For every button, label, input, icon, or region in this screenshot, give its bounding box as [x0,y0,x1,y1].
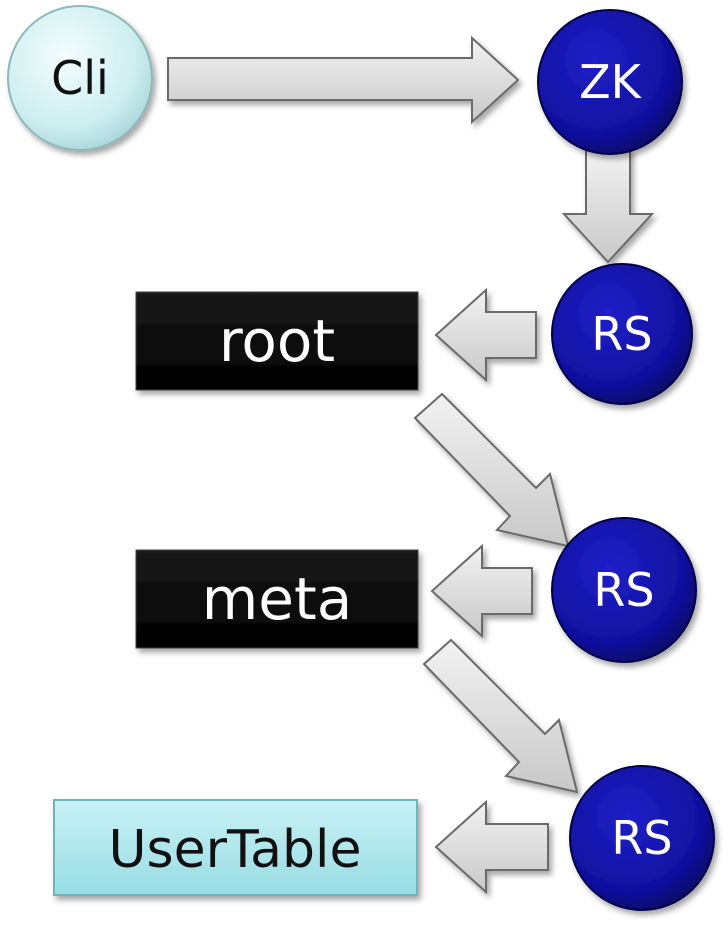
node-zk: ZK [537,9,683,155]
arrow-rs2-to-meta [430,543,533,639]
node-rs-2: RS [551,517,697,663]
arrow-rs1-to-root [434,287,537,383]
arrow-meta-to-rs3 [422,638,579,794]
node-cli: Cli [7,5,153,151]
node-usertable: UserTable [53,799,418,896]
node-zk-label: ZK [579,55,643,109]
node-rs-2-label: RS [593,563,654,617]
node-cli-label: Cli [51,51,109,105]
node-rs-3-label: RS [611,811,672,865]
node-root-label: root [219,307,335,375]
node-rs-1: RS [551,263,693,405]
arrow-zk-to-rs1 [561,149,655,264]
node-meta-label: meta [202,565,352,633]
node-meta: meta [135,549,419,649]
node-rs-3: RS [569,765,715,911]
node-usertable-label: UserTable [109,820,362,880]
arrow-cli-to-zk [167,35,520,125]
arrow-rs3-to-usertable [434,799,549,895]
node-rs-1-label: RS [591,307,652,361]
node-root: root [135,291,419,391]
arrow-root-to-rs2 [413,392,570,548]
